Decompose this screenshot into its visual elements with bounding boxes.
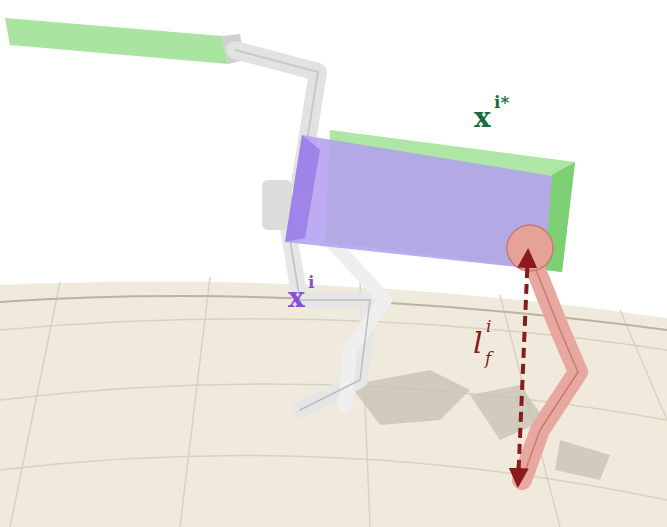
current-body-side	[285, 135, 320, 242]
head-bar	[5, 18, 228, 64]
state-superscript: i	[308, 274, 314, 291]
shoulder-joint	[262, 180, 292, 230]
state-symbol: x	[474, 104, 491, 132]
state-symbol: x	[288, 284, 305, 312]
leg-length-arrow	[518, 252, 528, 484]
current-body-box	[285, 135, 552, 270]
length-subscript: f	[485, 350, 491, 367]
front-leg	[522, 250, 578, 480]
hip-joint	[507, 225, 553, 271]
state-superscript: i*	[494, 94, 509, 111]
length-symbol: l	[473, 328, 483, 358]
length-superscript: i	[486, 318, 491, 335]
